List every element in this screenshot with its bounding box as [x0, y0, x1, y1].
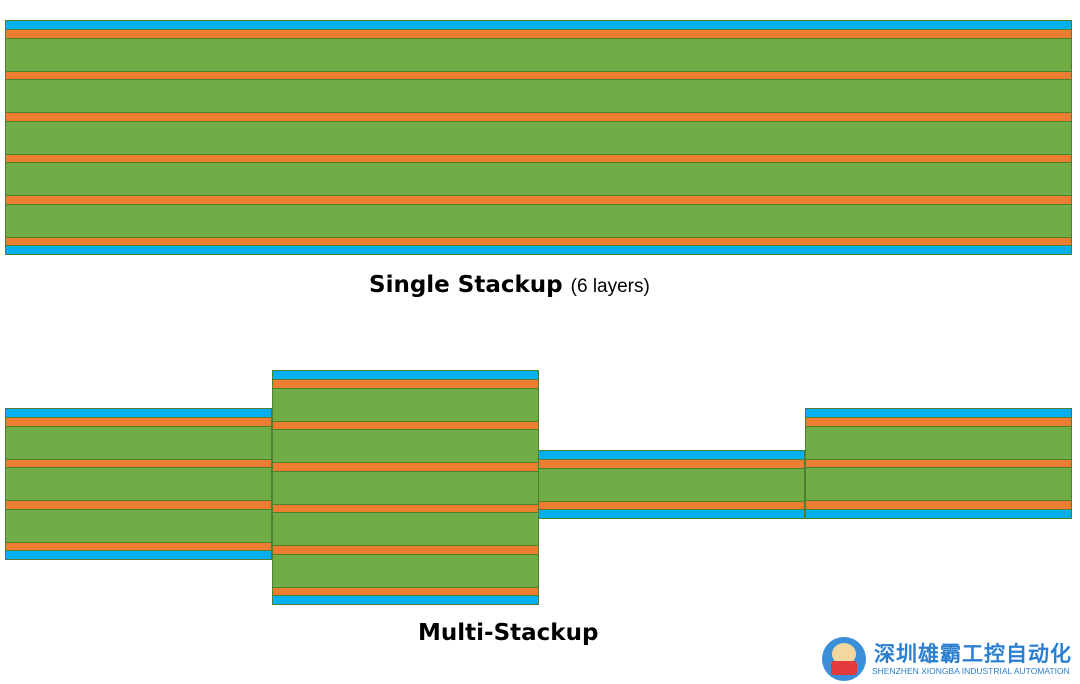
dielectric-layer	[805, 425, 1072, 460]
logo-name-cn: 深圳雄霸工控自动化	[874, 642, 1072, 666]
dielectric-layer	[5, 203, 1072, 238]
dielectric-layer	[272, 553, 539, 588]
single-stackup-diagram	[5, 20, 1072, 255]
multi-stackup-section-2	[272, 370, 539, 605]
dielectric-layer	[5, 120, 1072, 155]
dielectric-layer	[5, 37, 1072, 72]
multi-stackup-title: Multi-Stackup	[418, 620, 599, 646]
logo-name-en: SHENZHEN XIONGBA INDUSTRIAL AUTOMATION	[872, 666, 1070, 676]
dielectric-layer	[272, 512, 539, 546]
multi-stackup-section-3	[538, 450, 805, 519]
dielectric-layer	[5, 467, 272, 501]
single-stackup-caption: Single Stackup (6 layers)	[369, 272, 650, 298]
single-stackup-title: Single Stackup	[369, 272, 563, 298]
dielectric-layer	[5, 425, 272, 460]
dielectric-layer	[5, 508, 272, 543]
soldermask-layer	[538, 509, 805, 519]
dielectric-layer	[272, 470, 539, 505]
soldermask-layer	[5, 245, 1072, 255]
dielectric-layer	[805, 467, 1072, 501]
soldermask-layer	[805, 508, 1072, 519]
single-stackup-subtitle: (6 layers)	[570, 276, 650, 297]
bear-mascot-icon	[822, 637, 866, 681]
soldermask-layer	[272, 595, 539, 605]
dielectric-layer	[272, 429, 539, 463]
dielectric-layer	[5, 162, 1072, 196]
dielectric-layer	[538, 467, 805, 502]
soldermask-layer	[5, 550, 272, 560]
dielectric-layer	[272, 387, 539, 422]
company-logo: 深圳雄霸工控自动化 SHENZHEN XIONGBA INDUSTRIAL AU…	[822, 636, 1080, 682]
dielectric-layer	[5, 79, 1072, 113]
multi-stackup-section-4	[805, 408, 1072, 519]
multi-stackup-section-1	[5, 408, 272, 560]
